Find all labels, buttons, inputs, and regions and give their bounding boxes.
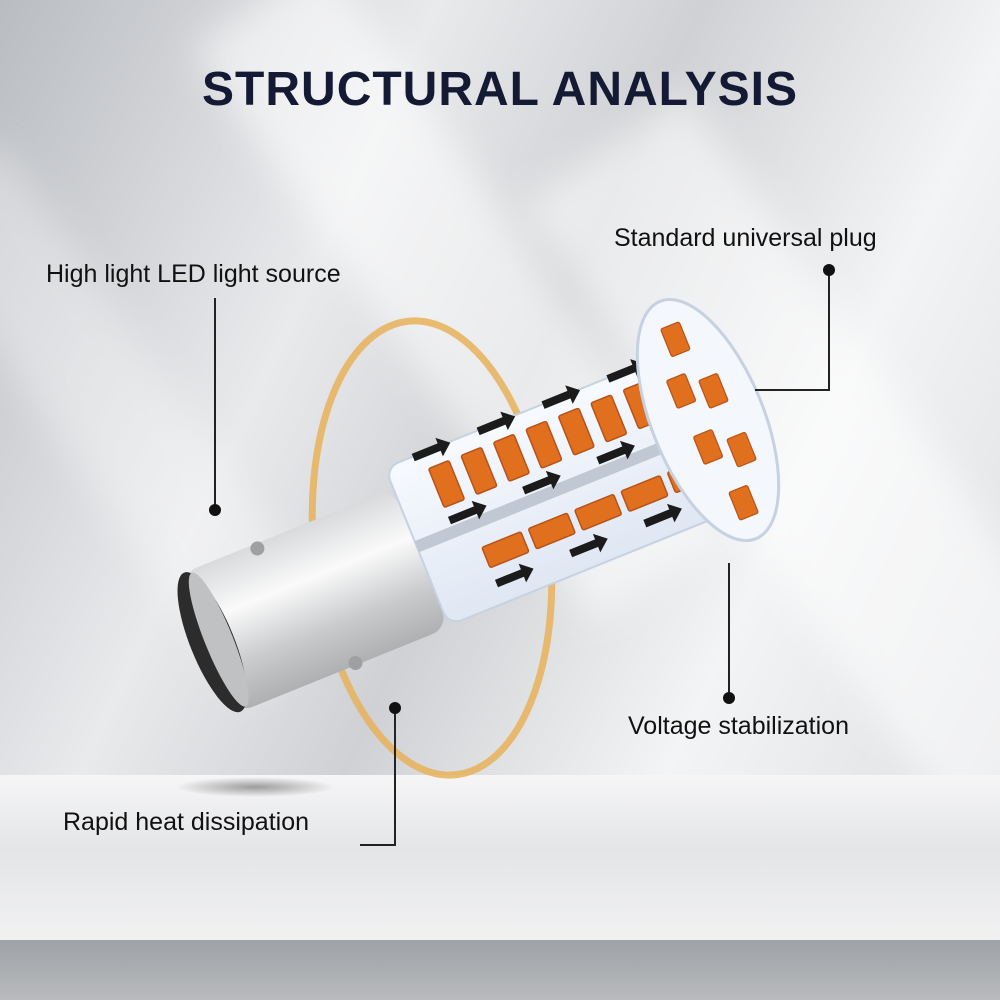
callout-led-light-source: High light LED light source — [46, 260, 341, 288]
callout-heat-dissipation: Rapid heat dissipation — [63, 808, 309, 836]
metal-base — [177, 493, 444, 713]
bulb-shadow — [175, 777, 335, 797]
led-chip-row — [428, 381, 660, 508]
callout-voltage-stabilization: Voltage stabilization — [628, 712, 849, 740]
leader-lines — [214, 270, 830, 846]
callout-standard-plug: Standard universal plug — [614, 224, 877, 252]
end-cap-disc — [635, 297, 781, 543]
base-pin — [250, 541, 265, 556]
floor — [0, 775, 1000, 940]
floor-edge — [0, 940, 1000, 1000]
arrow-icon — [411, 359, 682, 588]
page-title: STRUCTURAL ANALYSIS — [202, 63, 798, 116]
base-pin — [348, 656, 363, 671]
leader-dot-icon — [209, 264, 835, 714]
